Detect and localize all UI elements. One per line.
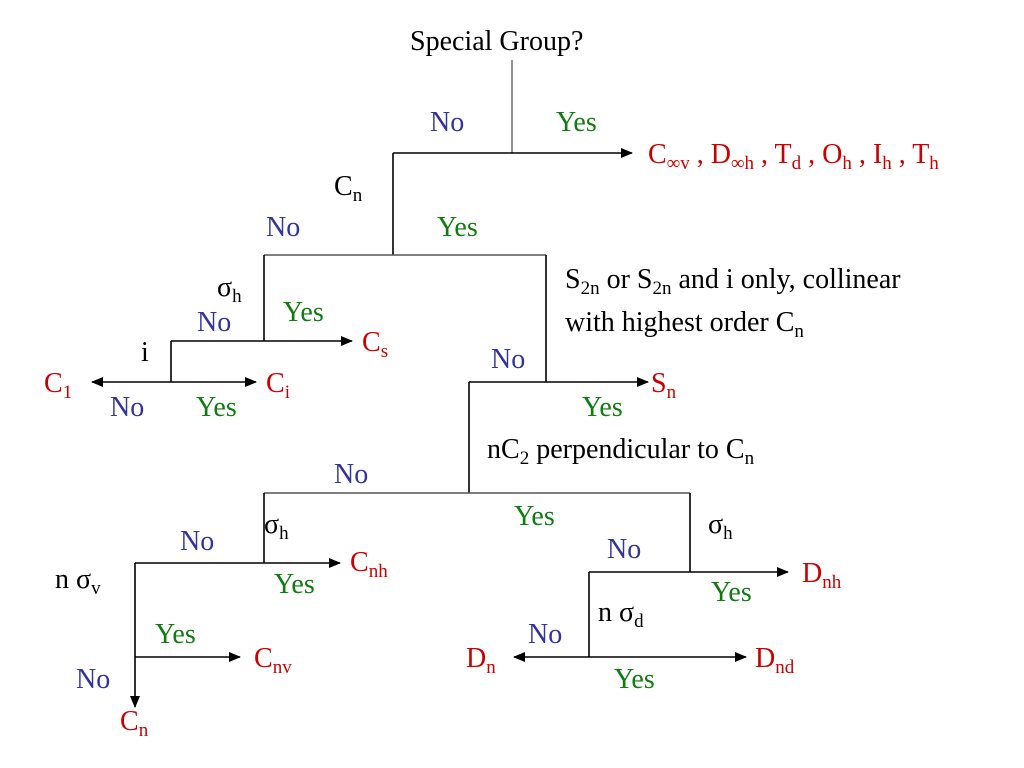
answer-yes: Yes bbox=[283, 297, 324, 328]
result-dnd: Dnd bbox=[755, 643, 795, 678]
question-s2n-line2: with highest order Cn bbox=[565, 307, 804, 342]
answer-no: No bbox=[110, 392, 145, 423]
result-cnv: Cnv bbox=[254, 643, 292, 678]
special-groups-result: C∞v , D∞h , Td , Oh , Ih , Th bbox=[648, 139, 939, 174]
question-sigma-h: σh bbox=[264, 509, 289, 544]
question-cn: Cn bbox=[334, 171, 363, 206]
answer-yes: Yes bbox=[556, 107, 597, 138]
result-cn: Cn bbox=[120, 706, 149, 741]
answer-yes: Yes bbox=[437, 212, 478, 243]
answer-yes: Yes bbox=[155, 619, 196, 650]
result-dn: Dn bbox=[466, 643, 496, 678]
answer-yes: Yes bbox=[582, 392, 623, 423]
answer-yes: Yes bbox=[274, 569, 315, 600]
answer-no: No bbox=[76, 664, 111, 695]
question-inversion: i bbox=[141, 337, 149, 368]
result-cnh: Cnh bbox=[350, 547, 388, 582]
answer-no: No bbox=[607, 534, 642, 565]
question-s2n-line1: S2n or S2n and i only, collinear bbox=[565, 264, 901, 299]
answer-no: No bbox=[491, 344, 526, 375]
page-title: Special Group? bbox=[410, 26, 584, 57]
question-sigma-h: σh bbox=[217, 272, 242, 307]
answer-no: No bbox=[430, 107, 465, 138]
answer-no: No bbox=[528, 619, 563, 650]
question-n-sigma-d: n σd bbox=[598, 597, 644, 632]
answer-no: No bbox=[180, 526, 215, 557]
question-nc2: nC2 perpendicular to Cn bbox=[487, 434, 755, 469]
result-c1: C1 bbox=[44, 368, 73, 403]
answer-yes: Yes bbox=[514, 501, 555, 532]
question-n-sigma-v: n σv bbox=[55, 564, 101, 599]
result-cs: Cs bbox=[362, 327, 389, 362]
answer-yes: Yes bbox=[711, 577, 752, 608]
result-sn: Sn bbox=[651, 368, 677, 403]
answer-no: No bbox=[334, 459, 369, 490]
question-sigma-h: σh bbox=[708, 509, 733, 544]
result-ci: Ci bbox=[266, 368, 290, 403]
answer-no: No bbox=[197, 307, 232, 338]
answer-yes: Yes bbox=[196, 392, 237, 423]
answer-no: No bbox=[266, 212, 301, 243]
answer-yes: Yes bbox=[614, 664, 655, 695]
result-dnh: Dnh bbox=[802, 558, 842, 593]
